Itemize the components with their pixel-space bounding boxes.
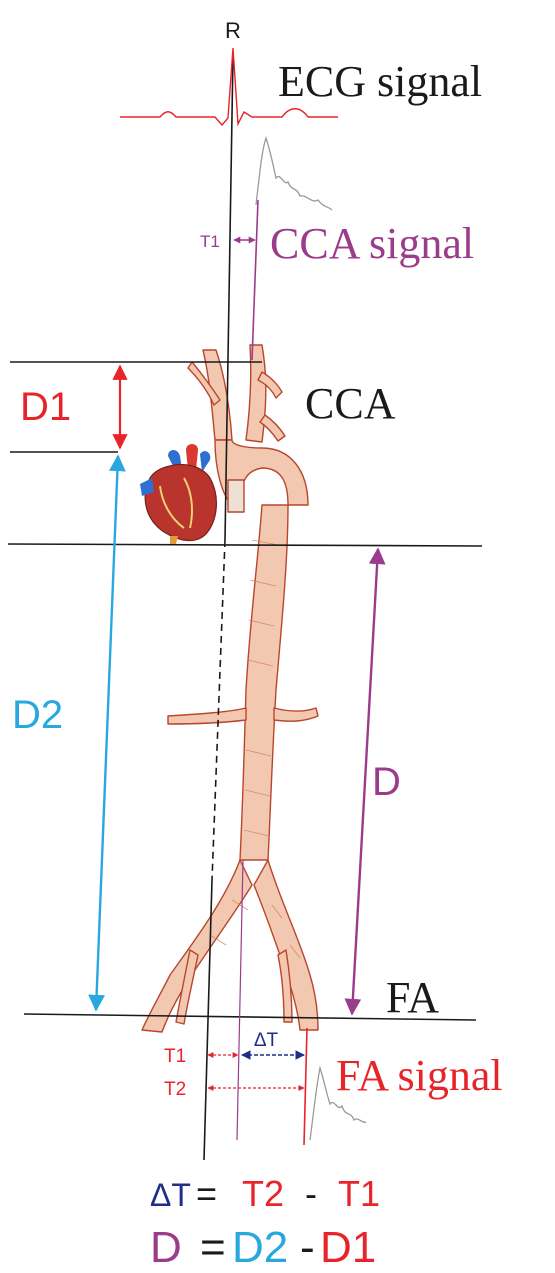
delta-t-label: ΔT bbox=[254, 1030, 279, 1051]
r-peak-label: R bbox=[225, 18, 241, 43]
t1-top-label: T1 bbox=[200, 232, 220, 251]
fa-label: FA bbox=[386, 973, 439, 1022]
aortic-root-line bbox=[8, 544, 482, 546]
ecg-r-line-dashed bbox=[212, 540, 225, 880]
formula-1-lhs: ΔT bbox=[150, 1177, 191, 1213]
formula-2-minus: - bbox=[300, 1223, 315, 1272]
formula-2-a: D2 bbox=[232, 1223, 288, 1272]
formula-delta-t: ΔT = T2 - T1 bbox=[150, 1173, 380, 1214]
cca-onset-line bbox=[252, 200, 258, 360]
d-label: D bbox=[372, 760, 401, 804]
t1-bottom-label: T1 bbox=[164, 1046, 186, 1067]
fa-signal-label: FA signal bbox=[336, 1051, 503, 1100]
cca-waveform bbox=[256, 138, 332, 210]
formula-1-minus: - bbox=[305, 1173, 317, 1214]
formula-1-eq: = bbox=[196, 1173, 217, 1214]
formula-1-a: T2 bbox=[242, 1173, 284, 1214]
cca-signal-label: CCA signal bbox=[270, 219, 474, 268]
d2-label: D2 bbox=[12, 693, 63, 737]
aorta-artery-tree-icon bbox=[142, 345, 318, 1032]
t2-bottom-label: T2 bbox=[164, 1079, 186, 1100]
formula-2-lhs: D bbox=[150, 1223, 182, 1272]
formula-d: D = D2 - D1 bbox=[150, 1223, 376, 1272]
cca-label: CCA bbox=[305, 379, 396, 428]
d1-label: D1 bbox=[20, 385, 71, 429]
d2-arrow bbox=[96, 456, 118, 1010]
formula-2-eq: = bbox=[200, 1223, 226, 1272]
fa-onset-line bbox=[304, 1028, 307, 1145]
ecg-signal-label: ECG signal bbox=[278, 57, 482, 106]
formula-1-b: T1 bbox=[338, 1173, 380, 1214]
heart-icon bbox=[140, 444, 216, 544]
formula-2-b: D1 bbox=[320, 1223, 376, 1272]
